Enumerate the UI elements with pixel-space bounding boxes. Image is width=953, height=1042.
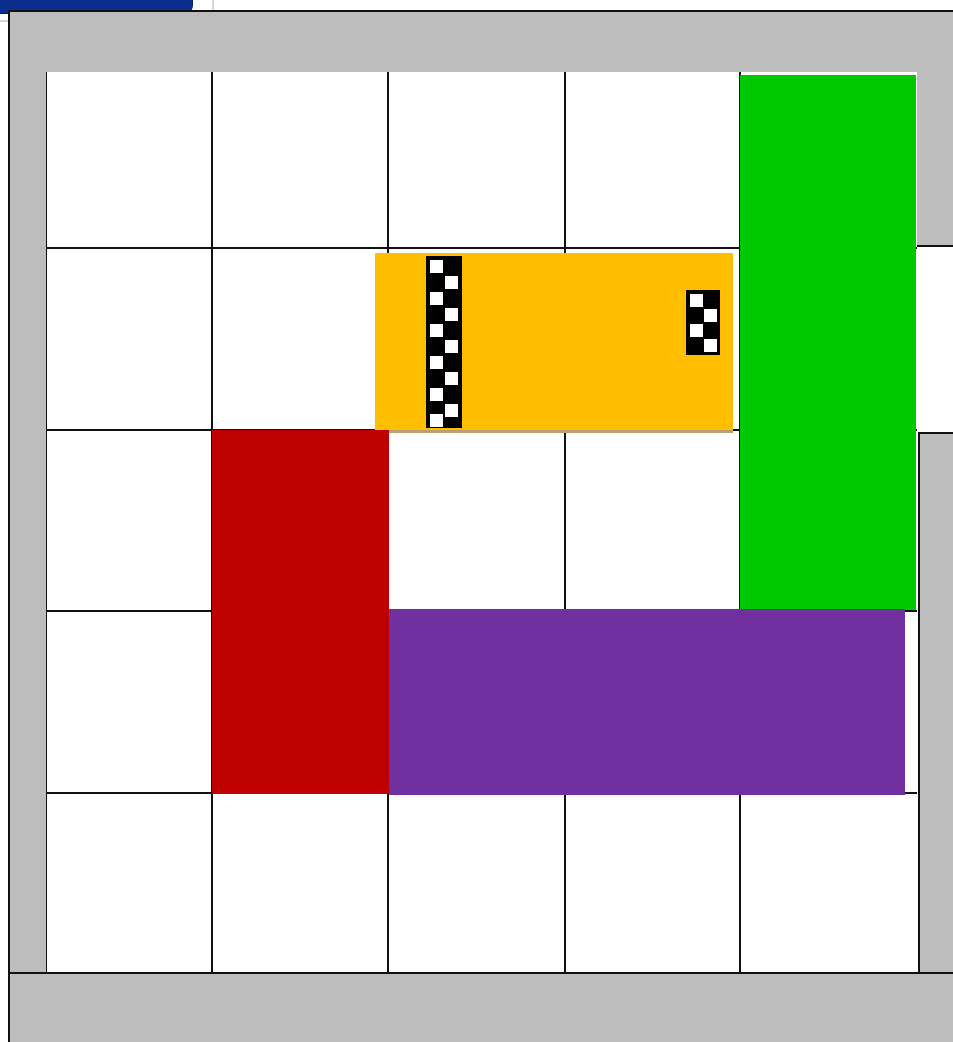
grid-line bbox=[564, 72, 566, 972]
wall-right-lower bbox=[918, 432, 953, 974]
purple-block[interactable] bbox=[389, 609, 905, 795]
green-block[interactable] bbox=[740, 75, 916, 610]
wall-top bbox=[8, 10, 953, 74]
yellow-target-block[interactable] bbox=[375, 253, 733, 433]
checkered-flag-icon bbox=[686, 290, 720, 355]
checkered-flag-icon bbox=[426, 256, 462, 428]
wall-right-upper bbox=[915, 72, 953, 247]
red-block[interactable] bbox=[212, 430, 389, 794]
wall-bottom bbox=[8, 972, 953, 1042]
wall-left bbox=[8, 72, 48, 974]
